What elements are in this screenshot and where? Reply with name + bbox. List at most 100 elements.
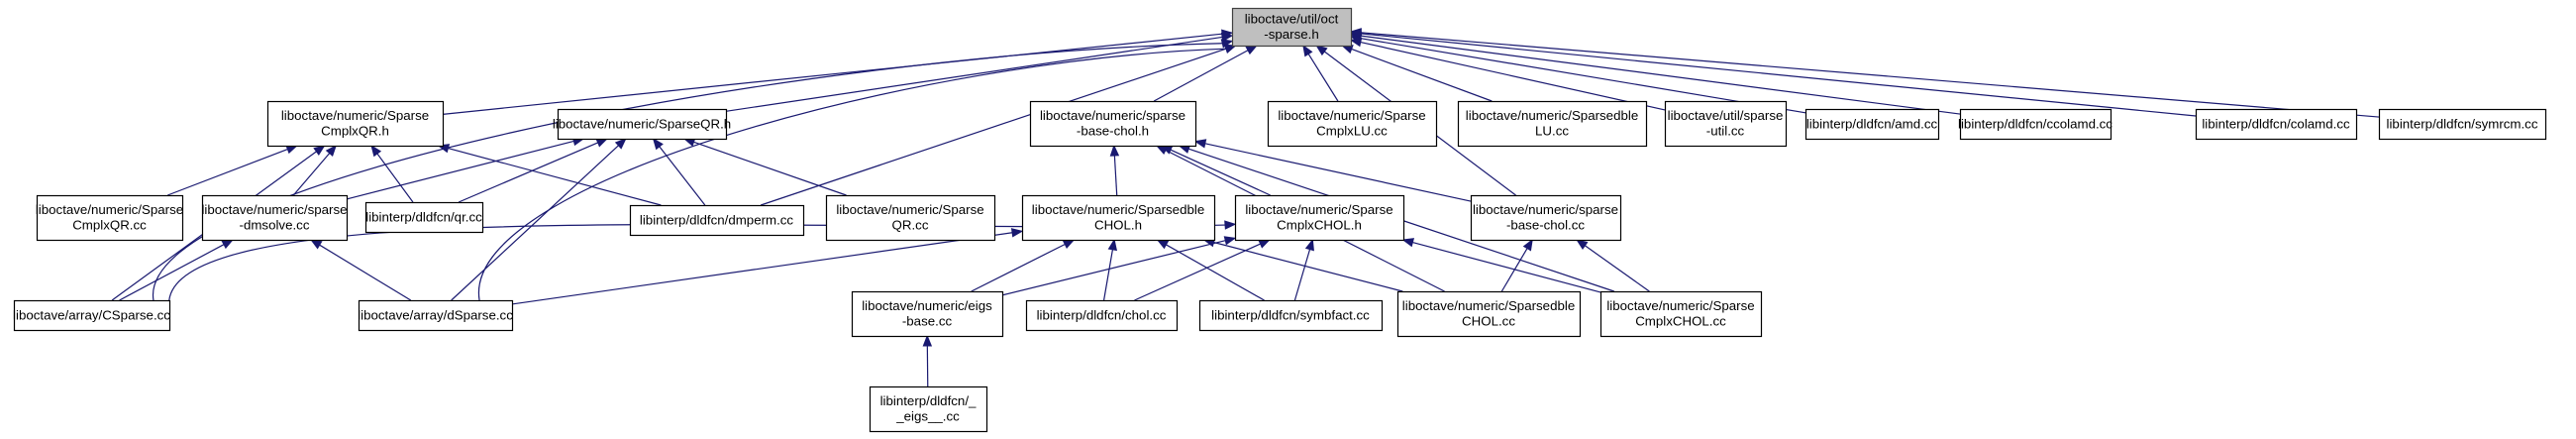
edge-ccolamd-cc-to-oct-sparse-h bbox=[1349, 31, 1961, 115]
node-sparse-dmsolve-cc[interactable]: liboctave/numeric/sparse-dmsolve.cc bbox=[201, 194, 349, 242]
arrowhead-icon bbox=[309, 239, 323, 250]
node-sparse-base-chol-h[interactable]: liboctave/numeric/sparse-base-chol.h bbox=[1029, 100, 1197, 148]
edge-line bbox=[1360, 41, 1666, 111]
edge-line bbox=[1360, 32, 2380, 118]
edge-line bbox=[971, 243, 1066, 292]
arrowhead-icon bbox=[1576, 239, 1589, 250]
arrowhead-icon bbox=[1223, 236, 1237, 246]
node-symbfact-cc[interactable]: libinterp/dldfcn/symbfact.cc bbox=[1198, 299, 1384, 332]
node-label: -base-chol.h bbox=[1077, 124, 1149, 139]
node-eigs-cc[interactable]: libinterp/dldfcn/__eigs__.cc bbox=[869, 385, 988, 433]
nodes-layer: liboctave/util/oct-sparse.h liboctave/num… bbox=[13, 7, 2547, 433]
edge-sparse-qr-cc-to-sparse-qr-h bbox=[682, 137, 847, 196]
arrowhead-icon bbox=[1304, 238, 1314, 252]
edge-sparse-cmplx-qr-cc-to-sparse-cmplx-qr-h bbox=[167, 145, 299, 196]
node-label: liboctave/numeric/Sparsedble bbox=[1466, 108, 1638, 123]
edge-line bbox=[693, 141, 847, 196]
edge-line bbox=[448, 148, 662, 206]
edge-line bbox=[1170, 149, 1271, 196]
edge-csparse-cc-to-oct-sparse-h bbox=[153, 39, 1234, 301]
node-box bbox=[1457, 100, 1648, 148]
node-box bbox=[869, 385, 988, 433]
arrowhead-icon bbox=[1220, 39, 1234, 49]
arrowhead-icon bbox=[1193, 139, 1207, 149]
edge-csparse-cc-to-sparse-dmsolve-cc bbox=[119, 239, 235, 301]
node-box bbox=[1804, 108, 1940, 141]
edge-line bbox=[346, 140, 574, 200]
node-label: liboctave/numeric/Sparse bbox=[1278, 108, 1425, 123]
node-label: liboctave/numeric/Sparse bbox=[1606, 298, 1754, 313]
arrowhead-icon bbox=[1062, 239, 1076, 249]
node-sparse-base-chol-cc[interactable]: liboctave/numeric/sparse-base-chol.cc bbox=[1470, 194, 1622, 242]
node-box bbox=[2195, 108, 2358, 141]
edge-line bbox=[725, 36, 1223, 112]
arrowhead-icon bbox=[1522, 238, 1533, 252]
node-chol-cc[interactable]: libinterp/dldfcn/chol.cc bbox=[1025, 299, 1179, 332]
node-box bbox=[36, 194, 184, 242]
edge-eigs-cc-to-eigs-base-cc bbox=[922, 334, 933, 387]
node-colamd-cc[interactable]: libinterp/dldfcn/colamd.cc bbox=[2195, 108, 2358, 141]
edge-line bbox=[442, 33, 1223, 115]
edge-line bbox=[458, 142, 598, 203]
node-sparse-qr-h[interactable]: liboctave/numeric/SparseQR.h bbox=[553, 108, 731, 141]
edge-line bbox=[1351, 48, 1493, 102]
edge-line bbox=[1204, 143, 1472, 202]
edge-line bbox=[292, 153, 331, 196]
edge-line bbox=[760, 48, 1227, 206]
node-label: -dmsolve.cc bbox=[240, 218, 310, 233]
edge-line bbox=[478, 48, 1227, 301]
edge-sparsedble-chol-h-to-sparse-base-chol-h bbox=[1109, 144, 1120, 196]
node-box bbox=[1198, 299, 1384, 332]
edge-line bbox=[1001, 240, 1226, 296]
node-sparse-util-cc[interactable]: liboctave/util/sparse-util.cc bbox=[1664, 100, 1788, 148]
node-amd-cc[interactable]: libinterp/dldfcn/amd.cc bbox=[1804, 108, 1940, 141]
arrowhead-icon bbox=[325, 144, 338, 158]
node-label: libinterp/dldfcn/amd.cc bbox=[1806, 116, 1938, 131]
node-label: liboctave/numeric/eigs bbox=[862, 298, 992, 313]
edge-dmperm-cc-to-sparse-qr-h bbox=[652, 137, 706, 206]
node-box bbox=[364, 201, 484, 234]
arrowhead-icon bbox=[1302, 44, 1313, 57]
node-label: liboctave/numeric/Sparsedble bbox=[1032, 202, 1204, 217]
edge-sparse-base-chol-cc-to-sparse-base-chol-h bbox=[1193, 139, 1472, 202]
edge-qr-cc-to-sparse-cmplx-qr-h bbox=[370, 144, 414, 203]
node-box bbox=[13, 299, 171, 332]
node-d-sparse-cc[interactable]: liboctave/array/dSparse.cc bbox=[358, 299, 513, 332]
arrowhead-icon bbox=[614, 138, 627, 150]
node-label: liboctave/numeric/Sparse bbox=[1245, 202, 1392, 217]
node-csparse-cc[interactable]: liboctave/array/CSparse.cc bbox=[13, 299, 171, 332]
node-sparse-qr-cc[interactable]: liboctave/numeric/SparseQR.cc bbox=[825, 194, 996, 242]
edge-sparse-cmplx-lu-cc-to-oct-sparse-h bbox=[1302, 44, 1339, 102]
node-box bbox=[1029, 100, 1197, 148]
edge-sparse-cmplx-chol-cc-to-sparse-cmplx-chol-h bbox=[1401, 238, 1601, 293]
node-label: libinterp/dldfcn/_ bbox=[880, 393, 977, 408]
node-label: libinterp/dldfcn/chol.cc bbox=[1037, 307, 1167, 322]
node-label: CmplxQR.cc bbox=[72, 218, 147, 233]
edge-qr-cc-to-sparse-qr-h bbox=[458, 138, 609, 203]
node-symrcm-cc[interactable]: libinterp/dldfcn/symrcm.cc bbox=[2378, 108, 2547, 141]
arrowhead-icon bbox=[370, 144, 382, 158]
node-eigs-base-cc[interactable]: liboctave/numeric/eigs-base.cc bbox=[851, 290, 1004, 338]
node-oct-sparse-h[interactable]: liboctave/util/oct-sparse.h bbox=[1231, 7, 1353, 48]
edge-line bbox=[1360, 33, 2197, 117]
node-qr-cc[interactable]: libinterp/dldfcn/qr.cc bbox=[364, 201, 484, 234]
node-box bbox=[1021, 194, 1216, 242]
arrowhead-icon bbox=[1401, 238, 1415, 248]
node-ccolamd-cc[interactable]: libinterp/dldfcn/ccolamd.cc bbox=[1958, 108, 2112, 141]
edge-line bbox=[659, 146, 706, 206]
node-label: CmplxCHOL.cc bbox=[1635, 314, 1726, 329]
edge-line bbox=[1293, 249, 1311, 301]
node-label: CmplxQR.h bbox=[321, 124, 389, 139]
node-box bbox=[1025, 299, 1179, 332]
node-dmperm-cc[interactable]: libinterp/dldfcn/dmperm.cc bbox=[629, 204, 805, 237]
node-box bbox=[1470, 194, 1622, 242]
